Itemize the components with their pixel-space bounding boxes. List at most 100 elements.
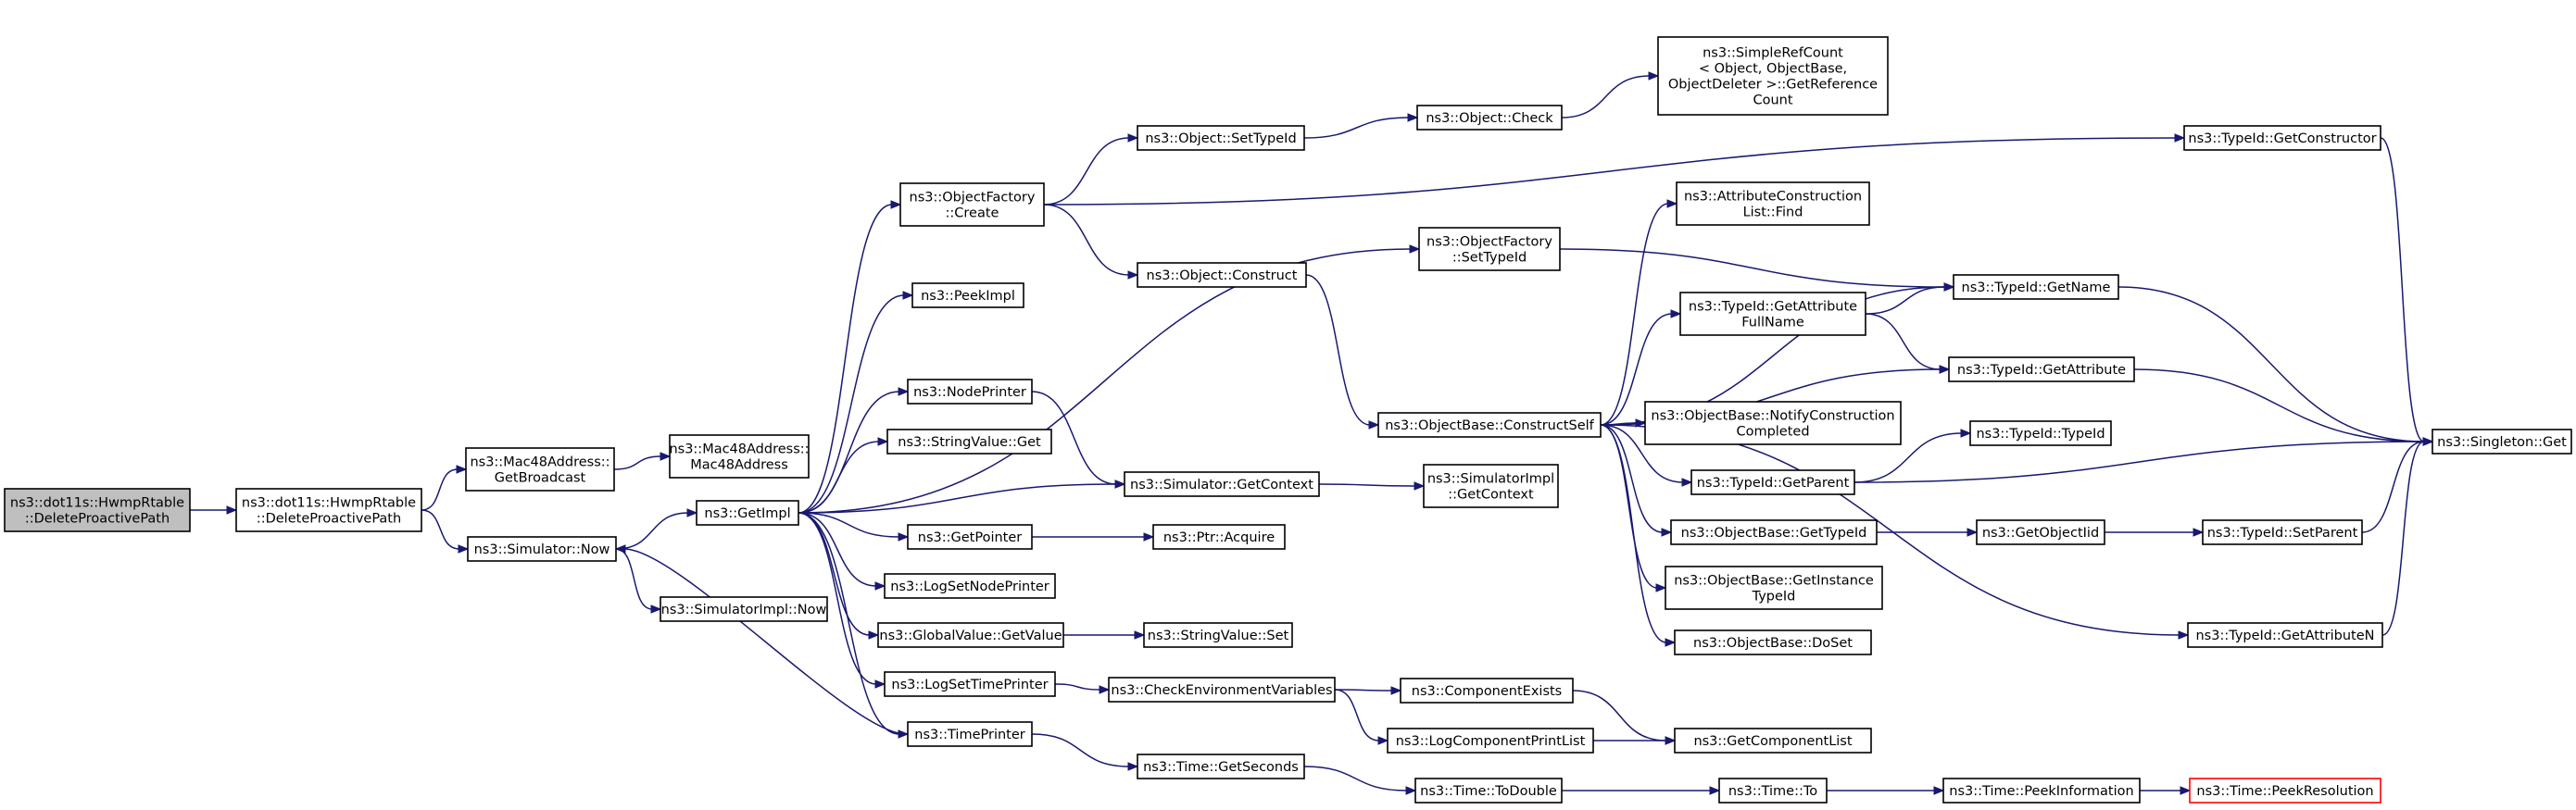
node-box	[1124, 471, 1320, 497]
node-box	[1423, 464, 1559, 508]
node-strget[interactable]: ns3::StringValue::Get	[886, 429, 1052, 455]
arrowhead-simnow-to-getimpl	[686, 508, 698, 517]
node-label-line: ns3::TypeId::TypeId	[1976, 427, 2105, 442]
node-box	[696, 500, 799, 526]
node-getname[interactable]: ns3::TypeId::GetName	[1953, 274, 2119, 300]
node-label-line: TypeId	[1752, 589, 1796, 604]
node-dpp[interactable]: ns3::dot11s::HwmpRtable::DeleteProactive…	[235, 488, 422, 532]
node-box	[911, 282, 1024, 308]
node-box	[1969, 420, 2112, 446]
node-label-line: ns3::Mac48Address::	[669, 442, 809, 456]
node-label-line: Completed	[1736, 424, 1809, 439]
node-objcheck[interactable]: ns3::Object::Check	[1416, 105, 1563, 131]
edge-getimpl-to-logsetnode	[798, 512, 877, 587]
node-ofcreate[interactable]: ns3::ObjectFactory::Create	[899, 182, 1045, 227]
nodes-layer: ns3::dot11s::HwmpRtable::DeleteProactive…	[4, 36, 2572, 804]
node-box	[1690, 469, 1855, 495]
node-label-line: ns3::LogSetNodePrinter	[890, 579, 1049, 594]
node-label-line: ns3::Simulator::Now	[474, 542, 610, 557]
node-timeprinter[interactable]: ns3::TimePrinter	[907, 721, 1033, 747]
node-label-line: ::DeleteProactivePath	[25, 511, 170, 526]
node-box	[669, 434, 810, 479]
node-peekres[interactable]: ns3::Time::PeekResolution	[2189, 778, 2381, 804]
node-checkenv[interactable]: ns3::CheckEnvironmentVariables	[1108, 677, 1336, 703]
node-getattributen[interactable]: ns3::TypeId::GetAttributeN	[2187, 622, 2383, 648]
edge-checkenv-to-logcompprint	[1334, 689, 1380, 741]
node-typeidtypeid[interactable]: ns3::TypeId::TypeId	[1969, 420, 2112, 446]
node-logsettime[interactable]: ns3::LogSetTimePrinter	[884, 671, 1056, 697]
node-label-line: ::GetContext	[1448, 487, 1534, 502]
node-box	[660, 596, 828, 622]
node-singleton[interactable]: ns3::Singleton::Get	[2431, 429, 2572, 455]
arrowhead-objcheck-to-getrefcount	[1648, 71, 1660, 81]
node-box	[877, 622, 1064, 648]
node-label-line: Count	[1753, 93, 1792, 107]
node-getcomplist[interactable]: ns3::GetComponentList	[1674, 728, 1872, 754]
node-doset[interactable]: ns3::ObjectBase::DoSet	[1674, 629, 1872, 655]
node-box	[1108, 677, 1336, 703]
node-objsettypeid[interactable]: ns3::Object::SetTypeId	[1137, 125, 1305, 151]
arrowhead-constructself-to-notifyconst	[1635, 418, 1647, 428]
node-getbroadcast[interactable]: ns3::Mac48Address::GetBroadcast	[465, 447, 615, 492]
node-simgetctx[interactable]: ns3::Simulator::GetContext	[1124, 471, 1320, 497]
node-box	[907, 524, 1033, 550]
node-box	[4, 488, 191, 532]
node-todouble[interactable]: ns3::Time::ToDouble	[1414, 778, 1563, 804]
arrowhead-getimpl-to-strget	[877, 437, 889, 446]
node-getparent[interactable]: ns3::TypeId::GetParent	[1690, 469, 1855, 495]
node-peekimpl[interactable]: ns3::PeekImpl	[911, 282, 1024, 308]
node-compexists[interactable]: ns3::ComponentExists	[1400, 678, 1574, 704]
node-simimplnow[interactable]: ns3::SimulatorImpl::Now	[660, 596, 828, 622]
node-getrefcount[interactable]: ns3::SimpleRefCount< Object, ObjectBase,…	[1657, 36, 1889, 116]
node-gvgetvalue[interactable]: ns3::GlobalValue::GetValue	[877, 622, 1064, 648]
node-box	[1942, 778, 2141, 804]
node-label-line: < Object, ObjectBase,	[1699, 61, 1847, 76]
node-strset[interactable]: ns3::StringValue::Set	[1143, 622, 1293, 648]
edge-ofcreate-to-objconstruct	[1043, 204, 1130, 276]
node-box	[1137, 125, 1305, 151]
node-timeto[interactable]: ns3::Time::To	[1718, 778, 1828, 804]
arrowhead-getimpl-to-getpointer	[898, 532, 910, 542]
node-label-line: ns3::NodePrinter	[913, 385, 1026, 400]
node-getseconds[interactable]: ns3::Time::GetSeconds	[1137, 754, 1305, 779]
edge-getimpl-to-nodeprinter	[798, 391, 900, 514]
edge-getimpl-to-strget	[798, 441, 880, 514]
node-label-line: ns3::GetImpl	[704, 506, 790, 521]
node-nodeprinter[interactable]: ns3::NodePrinter	[907, 379, 1033, 405]
node-ofsettypeid[interactable]: ns3::ObjectFactory::SetTypeId	[1418, 227, 1561, 271]
node-label-line: ns3::Object::SetTypeId	[1145, 131, 1296, 146]
node-setparent[interactable]: ns3::TypeId::SetParent	[2202, 519, 2363, 545]
arrowhead-getattributen-to-singleton	[2422, 437, 2434, 446]
node-simnow[interactable]: ns3::Simulator::Now	[467, 536, 617, 562]
node-getconstructor[interactable]: ns3::TypeId::GetConstructor	[2183, 125, 2381, 151]
node-box	[1674, 629, 1872, 655]
node-getpointer[interactable]: ns3::GetPointer	[907, 524, 1033, 550]
node-getattribute[interactable]: ns3::TypeId::GetAttribute	[1948, 356, 2135, 382]
arrowhead-getbroadcast-to-mac48	[660, 452, 672, 461]
node-objconstruct[interactable]: ns3::Object::Construct	[1137, 262, 1307, 288]
node-label-line: ::DeleteProactivePath	[257, 511, 401, 526]
node-box	[2187, 622, 2383, 648]
node-logsetnode[interactable]: ns3::LogSetNodePrinter	[884, 573, 1056, 599]
node-notifyconst[interactable]: ns3::ObjectBase::NotifyConstructionCompl…	[1644, 401, 1902, 445]
node-obgettypeid[interactable]: ns3::ObjectBase::GetTypeId	[1670, 519, 1878, 545]
node-box	[2202, 519, 2363, 545]
arrowhead-ofcreate-to-objsettypeid	[1127, 133, 1139, 143]
node-constructself[interactable]: ns3::ObjectBase::ConstructSelf	[1377, 412, 1602, 438]
node-getimpl[interactable]: ns3::GetImpl	[696, 500, 799, 526]
node-ptracquire[interactable]: ns3::Ptr::Acquire	[1152, 524, 1286, 550]
node-logcompprint[interactable]: ns3::LogComponentPrintList	[1387, 728, 1594, 754]
node-root[interactable]: ns3::dot11s::HwmpRtable::DeleteProactive…	[4, 488, 191, 532]
node-peekinfo[interactable]: ns3::Time::PeekInformation	[1942, 778, 2141, 804]
node-simimplctx[interactable]: ns3::SimulatorImpl::GetContext	[1423, 464, 1559, 508]
edge-getimpl-to-timeprinter	[798, 512, 900, 735]
node-label-line: ns3::ComponentExists	[1412, 684, 1563, 699]
node-getobjectiid[interactable]: ns3::GetObjectIid	[1976, 519, 2105, 545]
arrowhead-getimpl-to-peekimpl	[902, 291, 914, 300]
node-mac48[interactable]: ns3::Mac48Address::Mac48Address	[669, 434, 810, 479]
node-box	[1152, 524, 1286, 550]
